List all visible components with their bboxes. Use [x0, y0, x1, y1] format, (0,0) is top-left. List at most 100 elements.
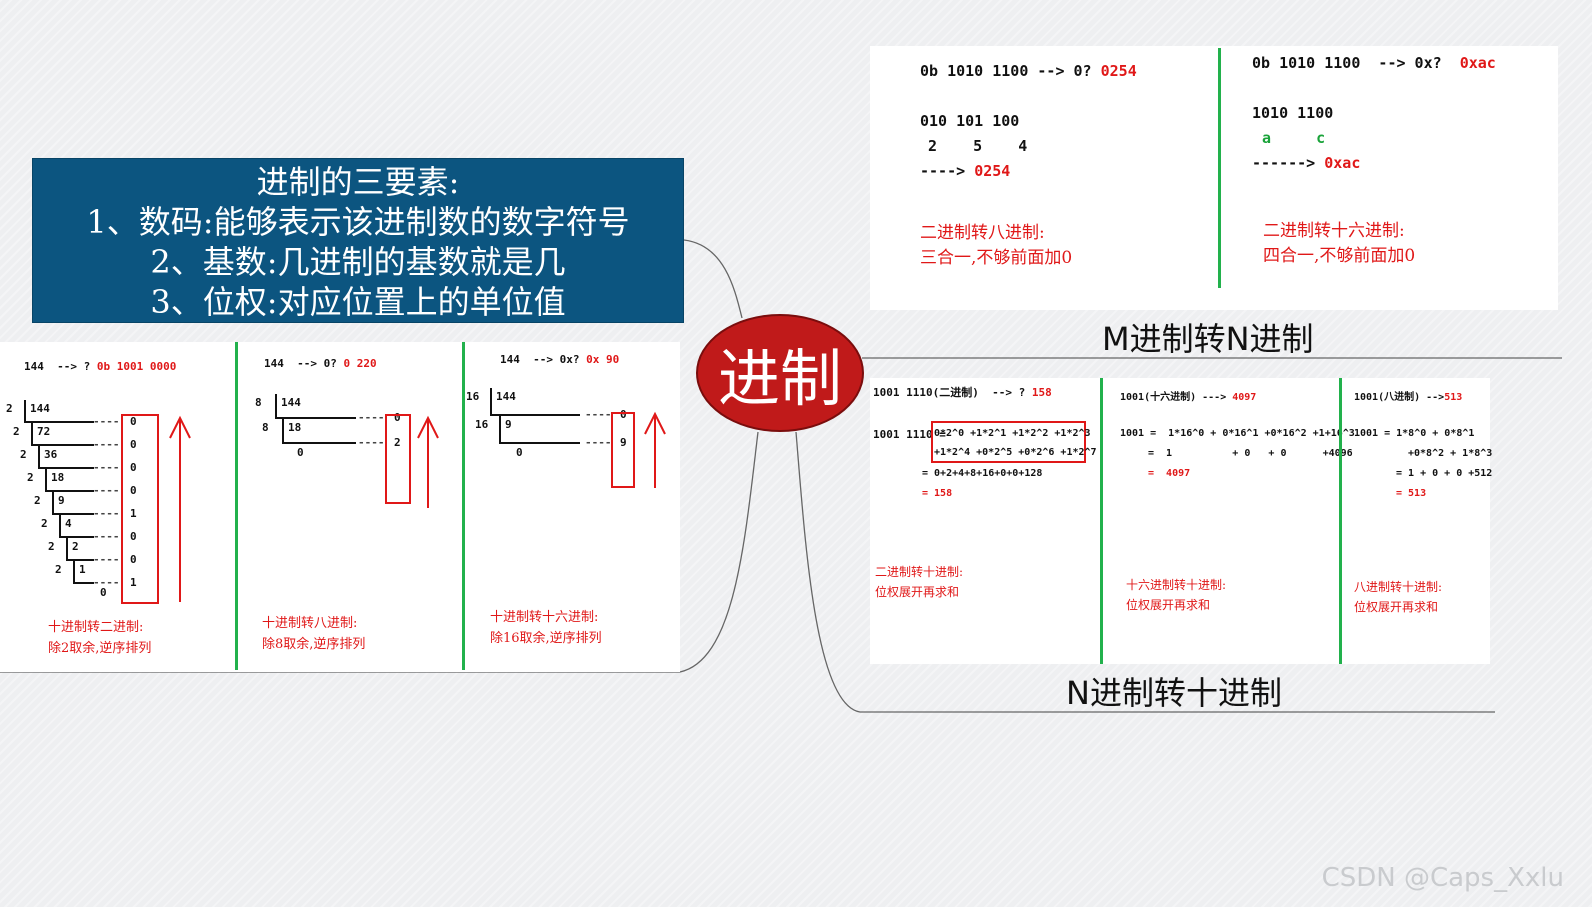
- remainder-dash: ----: [358, 411, 385, 424]
- quotient: 2: [72, 540, 79, 553]
- watermark: CSDN @Caps_Xxlu: [1321, 863, 1564, 893]
- bin-hex-result-line: ------> 0xac: [1252, 154, 1361, 172]
- remainder: 0: [620, 408, 627, 421]
- divisor: 2: [34, 494, 41, 507]
- bin-oct-digits: 2 5 4: [928, 137, 1028, 155]
- division-bar-vertical: [45, 469, 47, 492]
- mn-panel: 0b 1010 1100 --> 0? 0254 010 101 100 2 5…: [870, 46, 1558, 310]
- bin-oct-groups: 010 101 100: [920, 112, 1020, 130]
- division-bar-horizontal: [38, 467, 94, 469]
- dec-oct-note-rule: 除8取余,逆序排列: [262, 637, 366, 652]
- remainder-dash: ----: [93, 484, 120, 497]
- division-bar-horizontal: [499, 442, 580, 444]
- division-bar-horizontal: [282, 442, 356, 444]
- bin-hex-groups: 1010 1100: [1252, 104, 1334, 122]
- division-bar-vertical: [73, 561, 75, 584]
- dec-oct-remainder-box: [385, 414, 411, 504]
- divisor: 16: [475, 418, 489, 431]
- dec-bin-note-title: 十进制转二进制:: [48, 620, 144, 635]
- remainder: 0: [130, 530, 137, 543]
- n10-branch-label: N进制转十进制: [1066, 674, 1282, 712]
- n10-oct-line3: = 1 + 0 + 0 +512: [1396, 468, 1493, 479]
- quotient: 144: [496, 390, 516, 403]
- quotient: 144: [30, 402, 50, 415]
- division-bar-horizontal: [59, 536, 94, 538]
- n10-hex-header-result: 4097: [1232, 392, 1257, 403]
- center-node: 进制: [696, 314, 864, 432]
- quotient: 0: [297, 446, 304, 459]
- remainder-dash: ----: [93, 530, 120, 543]
- n10-panel: 1001 1110(二进制) --> ? 158 1001 1110 = 0*2…: [870, 378, 1493, 664]
- n10-divider-2: [1339, 378, 1342, 664]
- quotient: 144: [281, 396, 301, 409]
- remainder-dash: ----: [358, 436, 385, 449]
- n10-hex-note-rule: 位权展开再求和: [1126, 598, 1211, 612]
- elements-item-weight: 3、位权:对应位置上的单位值: [150, 283, 566, 321]
- n10-bin-expr2: +1*2^4 +0*2^5 +0*2^6 +1*2^7: [934, 447, 1097, 458]
- remainder: 1: [130, 507, 137, 520]
- mn-divider: [1218, 48, 1221, 288]
- n10-oct-line4: = 513: [1396, 488, 1427, 499]
- remainder-dash: ----: [93, 415, 120, 428]
- remainder-dash: ----: [585, 408, 612, 421]
- remainder: 1: [130, 576, 137, 589]
- dec-oct-header-result: 0 220: [343, 357, 377, 370]
- n10-bin-note-title: 二进制转十进制:: [875, 565, 964, 579]
- bin-hex-result: 0xac: [1324, 154, 1361, 172]
- dec-oct-up-arrow: [417, 415, 439, 508]
- division-bar-vertical: [490, 388, 492, 416]
- division-bar-horizontal: [73, 582, 94, 584]
- bin-oct-note-title: 二进制转八进制:: [920, 223, 1045, 243]
- divisor: 2: [6, 402, 13, 415]
- remainder: 2: [394, 436, 401, 449]
- n10-oct-note-title: 八进制转十进制:: [1354, 580, 1443, 594]
- quotient: 18: [51, 471, 65, 484]
- remainder: 0: [130, 415, 137, 428]
- elements-title-box: 进制的三要素: 1、数码:能够表示该进制数的数字符号 2、基数:几进制的基数就是…: [32, 158, 684, 323]
- division-bar-vertical: [282, 419, 284, 444]
- quotient: 18: [288, 421, 302, 434]
- bin-oct-header: 0b 1010 1100 --> 0? 0254: [920, 62, 1137, 80]
- division-bar-vertical: [52, 492, 54, 515]
- dec-bin-note-rule: 除2取余,逆序排列: [48, 641, 152, 656]
- n10-hex-header: 1001(十六进制) ---> 4097: [1120, 392, 1257, 403]
- dec-hex-note-title: 十进制转十六进制:: [490, 610, 599, 625]
- n10-bin-note-rule: 位权展开再求和: [875, 585, 960, 599]
- dec-bin-header-result: 0b 1001 0000: [96, 360, 177, 373]
- remainder: 0: [130, 553, 137, 566]
- dec-oct-header: 144 --> 0? 0 220: [264, 357, 377, 370]
- n10-hex-line1: 1001 = 1*16^0 + 0*16^1 +0*16^2 +1+16^3: [1120, 428, 1355, 439]
- remainder: 0: [130, 461, 137, 474]
- remainder: 9: [620, 436, 627, 449]
- n10-bin-expr1: 0*2^0 +1*2^1 +1*2^2 +1*2^3: [934, 428, 1091, 439]
- divisor: 8: [255, 396, 262, 409]
- remainder: 0: [130, 484, 137, 497]
- dec-hex-up-arrow: [644, 411, 666, 488]
- bin-hex-note-rule: 四合一,不够前面加0: [1263, 246, 1416, 266]
- division-bar-vertical: [275, 394, 277, 419]
- remainder: 0: [394, 411, 401, 424]
- remainder-dash: ----: [93, 576, 120, 589]
- division-bar-horizontal: [490, 414, 580, 416]
- division-bar-vertical: [31, 423, 33, 446]
- divisor: 2: [27, 471, 34, 484]
- mn-branch-label: M进制转N进制: [1102, 320, 1314, 358]
- division-bar-vertical: [59, 515, 61, 538]
- elements-title: 进制的三要素:: [256, 163, 460, 201]
- division-bar-vertical: [499, 416, 501, 444]
- bin-hex-header-result: 0xac: [1459, 54, 1496, 72]
- quotient: 9: [58, 494, 65, 507]
- n10-bin-header-result: 158: [1031, 386, 1052, 399]
- n10-oct-line2: +0*8^2 + 1*8^3: [1408, 448, 1493, 459]
- division-bar-horizontal: [24, 421, 94, 423]
- division-bar-vertical: [38, 446, 40, 469]
- n10-oct-header-result: 513: [1444, 392, 1463, 403]
- division-bar-horizontal: [52, 513, 94, 515]
- center-label: 进制: [717, 342, 842, 415]
- n10-oct-header: 1001(八进制) -->513: [1354, 392, 1463, 403]
- n10-oct-note-rule: 位权展开再求和: [1354, 600, 1439, 614]
- bin-hex-header: 0b 1010 1100 --> 0x? 0xac: [1252, 54, 1496, 72]
- dec-oct-note-title: 十进制转八进制:: [262, 616, 358, 631]
- division-bar-horizontal: [31, 444, 94, 446]
- division-bar-horizontal: [275, 417, 356, 419]
